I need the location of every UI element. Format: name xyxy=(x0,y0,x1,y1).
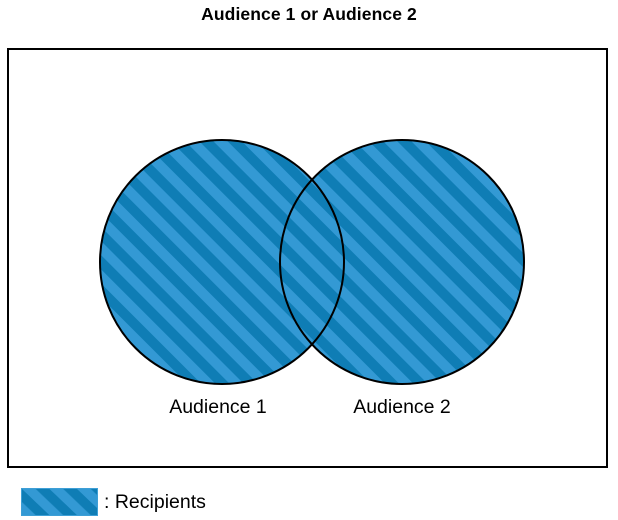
venn-label-audience-1: Audience 1 xyxy=(169,396,267,418)
venn-circle-audience-1 xyxy=(99,139,345,385)
chart-title: Audience 1 or Audience 2 xyxy=(201,4,417,24)
venn-circle-audience-2 xyxy=(279,139,525,385)
venn-region-audience-1-fill xyxy=(100,140,344,384)
venn-region-union xyxy=(100,140,524,384)
legend-swatch-recipients xyxy=(21,488,98,516)
legend: : Recipients xyxy=(21,487,206,517)
legend-hatch-icon xyxy=(22,489,97,515)
legend-label-recipients: : Recipients xyxy=(104,491,206,513)
venn-label-audience-2: Audience 2 xyxy=(353,396,451,418)
venn-canvas xyxy=(99,139,525,385)
venn-region-audience-2-fill xyxy=(280,140,524,384)
